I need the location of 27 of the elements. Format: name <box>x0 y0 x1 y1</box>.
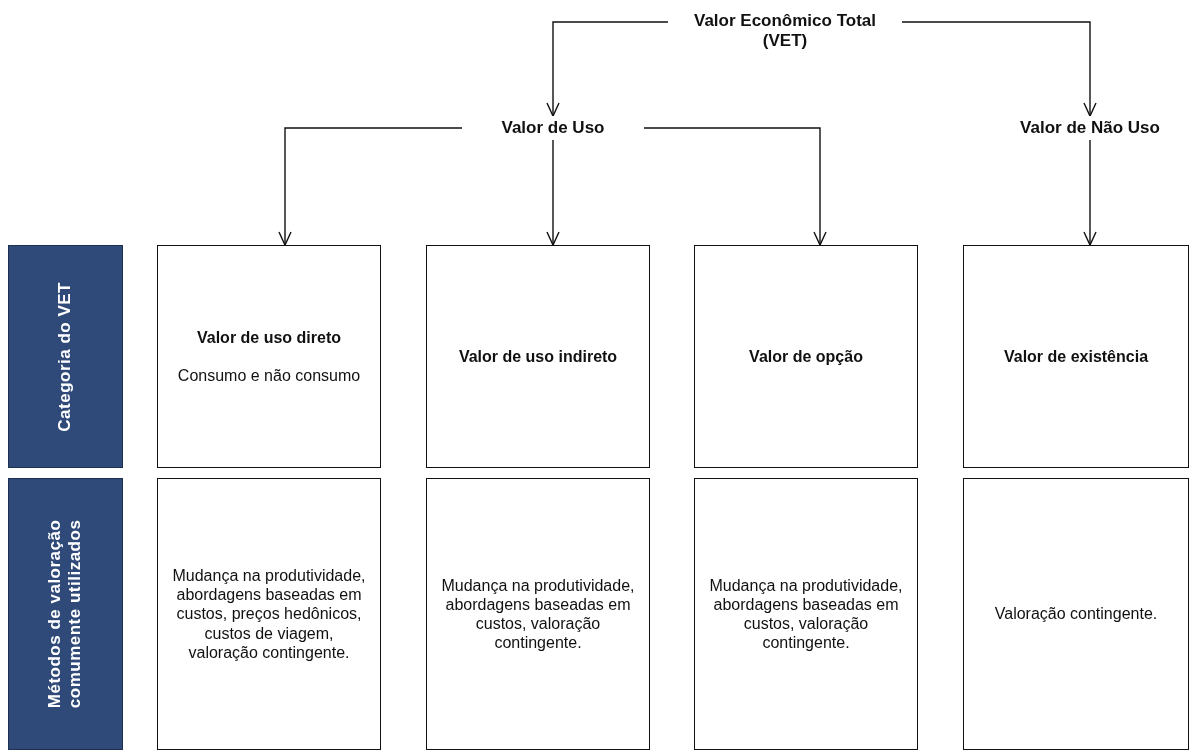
arrow <box>546 21 669 117</box>
row-header: Categoria do VET <box>55 281 76 432</box>
category-title: Valor de uso direto <box>197 328 341 348</box>
arrow <box>643 127 827 246</box>
description-text: Valoração contingente. <box>994 604 1158 624</box>
category-title: Valor de uso indireto <box>458 346 618 367</box>
category-box <box>694 245 918 468</box>
category-box <box>426 245 650 468</box>
category-box <box>157 245 381 468</box>
category-box <box>963 245 1189 468</box>
description-text: Mudança na produtividade, abordagens baseadas em custos, preços hedônicos, custos de viagem, valoração contingente. <box>172 566 366 662</box>
arrow <box>1083 139 1097 246</box>
row-header: Métodos de valoração comumente utilizados <box>45 518 86 711</box>
row-header-band <box>8 245 123 468</box>
description-text: Mudança na produtividade, abordagens baseadas em custos, valoração contingente. <box>441 575 635 653</box>
row-header-band <box>8 478 123 750</box>
category-box <box>157 478 381 750</box>
category-box <box>963 478 1189 750</box>
description-text: Mudança na produtividade, abordagens baseadas em custos, valoração contingente. <box>709 575 903 653</box>
category-box <box>694 478 918 750</box>
arrow <box>278 127 463 246</box>
arrow <box>901 21 1097 117</box>
category-title: Valor de opção <box>749 346 863 367</box>
arrow <box>546 139 560 246</box>
category-title: Valor de existência <box>1003 346 1149 367</box>
description-text: Consumo e não consumo <box>177 365 361 385</box>
category-box <box>426 478 650 750</box>
